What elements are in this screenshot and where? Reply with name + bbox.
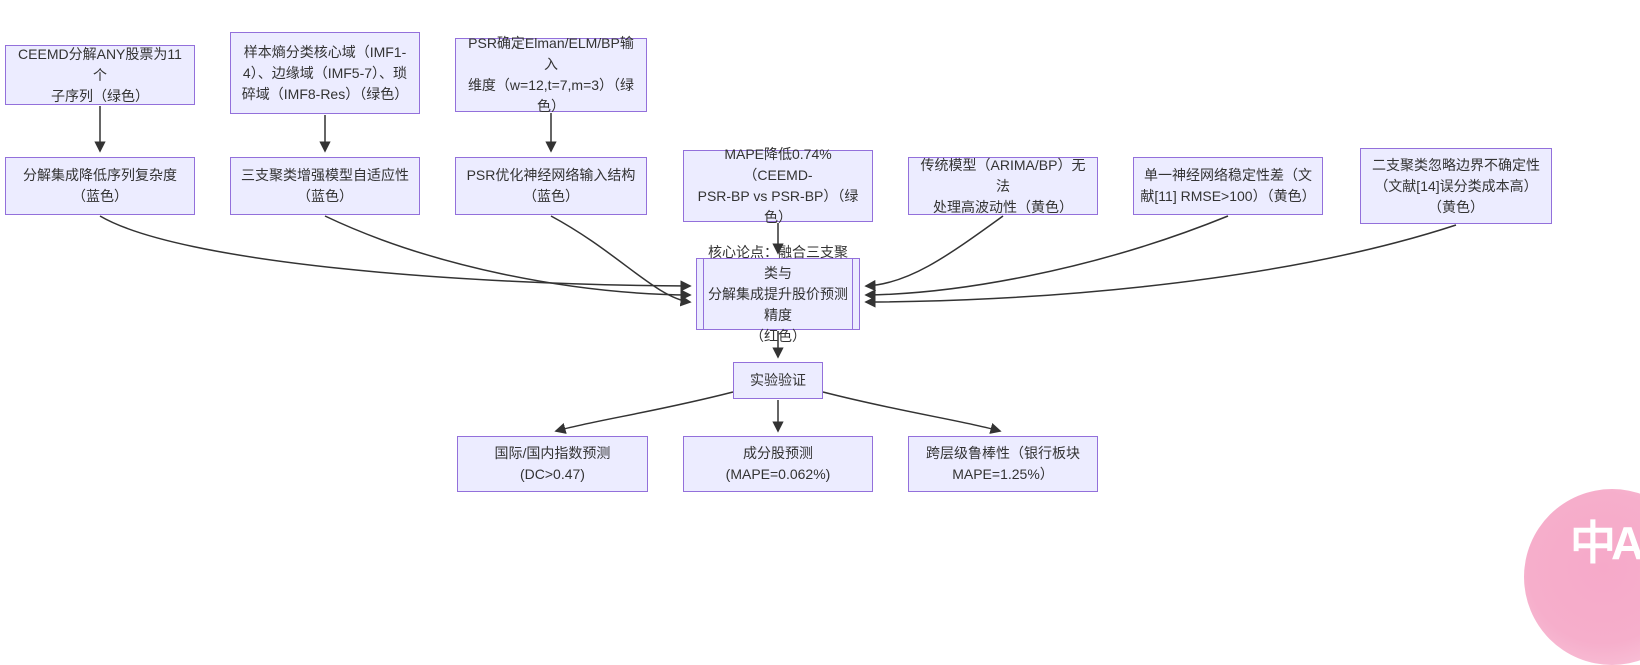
edge-experiment-robust <box>822 391 1002 434</box>
edge-psropt-core <box>550 215 692 307</box>
node-cross-level-robustness: 跨层级鲁棒性（银行板块 MAPE=1.25%） <box>908 436 1098 492</box>
node-ceemd-decomposition: CEEMD分解ANY股票为11个 子序列（绿色） <box>5 45 195 105</box>
edges-layer <box>94 106 1457 434</box>
node-mape-reduction: MAPE降低0.74%（CEEMD- PSR-BP vs PSR-BP）（绿 色… <box>683 146 873 225</box>
node-core-thesis: 核心论点：融合三支聚类与 分解集成提升股价预测精度 （红色） <box>696 244 860 344</box>
edge-singlenn-core <box>864 215 1229 301</box>
node-sample-entropy-classification: 样本熵分类核心域（IMF1- 4）、边缘域（IMF5-7）、琐 碎域（IMF8-… <box>230 32 420 114</box>
edge-traditional-core <box>864 215 1004 292</box>
edge-twoway-core <box>864 224 1457 308</box>
node-experimental-validation: 实验验证 <box>733 362 823 399</box>
node-traditional-models: 传统模型（ARIMA/BP）无法 处理高波动性（黄色） <box>908 157 1098 215</box>
node-three-way-clustering: 三支聚类增强模型自适应性 （蓝色） <box>230 157 420 215</box>
node-decomposition-ensemble: 分解集成降低序列复杂度 （蓝色） <box>5 157 195 215</box>
node-component-stock-prediction: 成分股预测 (MAPE=0.062%) <box>683 436 873 492</box>
node-two-way-clustering-limitation: 二支聚类忽略边界不确定性 （文献[14]误分类成本高） （黄色） <box>1360 148 1552 224</box>
edge-experiment-index <box>554 391 734 434</box>
node-psr-input-dimension: PSR确定Elman/ELM/BP输入 维度（w=12,t=7,m=3）（绿 色… <box>455 35 647 114</box>
node-single-nn-instability: 单一神经网络稳定性差（文 献[11] RMSE>100）（黄色） <box>1133 157 1323 215</box>
edge-threeway-core <box>324 215 692 301</box>
node-psr-optimization: PSR优化神经网络输入结构 （蓝色） <box>455 157 647 215</box>
edge-decomp-core <box>99 215 692 292</box>
translate-icon: 中A <box>1570 517 1640 569</box>
node-index-prediction: 国际/国内指数预测 (DC>0.47) <box>457 436 648 492</box>
